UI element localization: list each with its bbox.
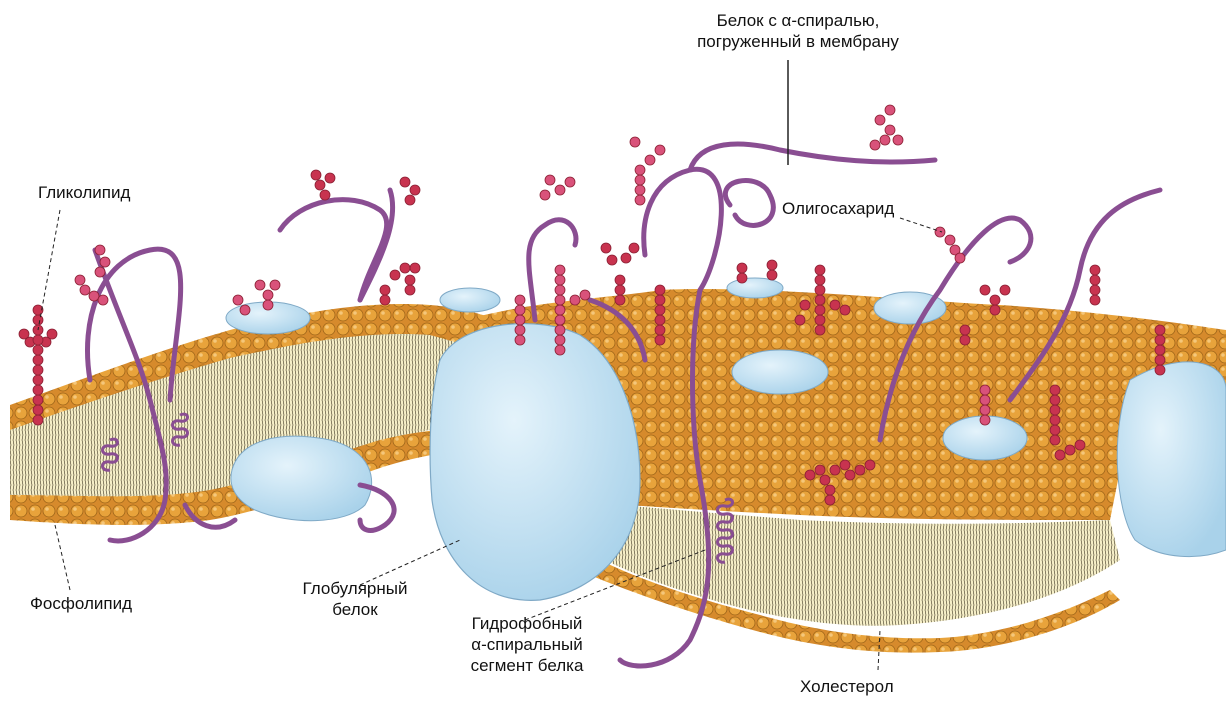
pointer-phospholipid <box>55 525 70 590</box>
chain-loop-mid <box>725 181 773 226</box>
protein-globular-large <box>430 324 640 601</box>
label-cholesterol: Холестерол <box>800 676 894 697</box>
label-globular-protein-line2: белок <box>285 599 425 620</box>
protein-back-right-1 <box>727 278 783 298</box>
protein-embedded-mid <box>732 350 828 394</box>
label-hydrophobic-line3: сегмент белка <box>442 655 612 676</box>
sugar-cluster-3 <box>311 170 420 205</box>
label-hydrophobic-line1: Гидрофобный <box>442 613 612 634</box>
protein-right-edge <box>1117 362 1226 557</box>
label-oligosaccharide: Олигосахарид <box>782 198 894 219</box>
chain-alpha-top <box>690 144 935 170</box>
label-alpha-helix-protein: Белок с α-спиралью, погруженный в мембра… <box>668 10 928 52</box>
label-hydrophobic-segment: Гидрофобный α-спиральный сегмент белка <box>442 613 612 676</box>
label-phospholipid: Фосфолипид <box>30 593 132 614</box>
label-alpha-protein-line1: Белок с α-спиралью, <box>668 10 928 31</box>
sugar-cluster-4 <box>380 263 420 305</box>
chain-mid-left <box>280 200 387 300</box>
protein-small-back-mid <box>440 288 500 312</box>
label-glycolipid: Гликолипид <box>38 182 130 203</box>
label-globular-protein-line1: Глобулярный <box>285 578 425 599</box>
label-globular-protein: Глобулярный белок <box>285 578 425 620</box>
protein-embedded-left <box>231 436 372 520</box>
label-alpha-protein-line2: погруженный в мембрану <box>668 31 928 52</box>
pointer-oligosaccharide <box>900 218 942 232</box>
label-hydrophobic-line2: α-спиральный <box>442 634 612 655</box>
